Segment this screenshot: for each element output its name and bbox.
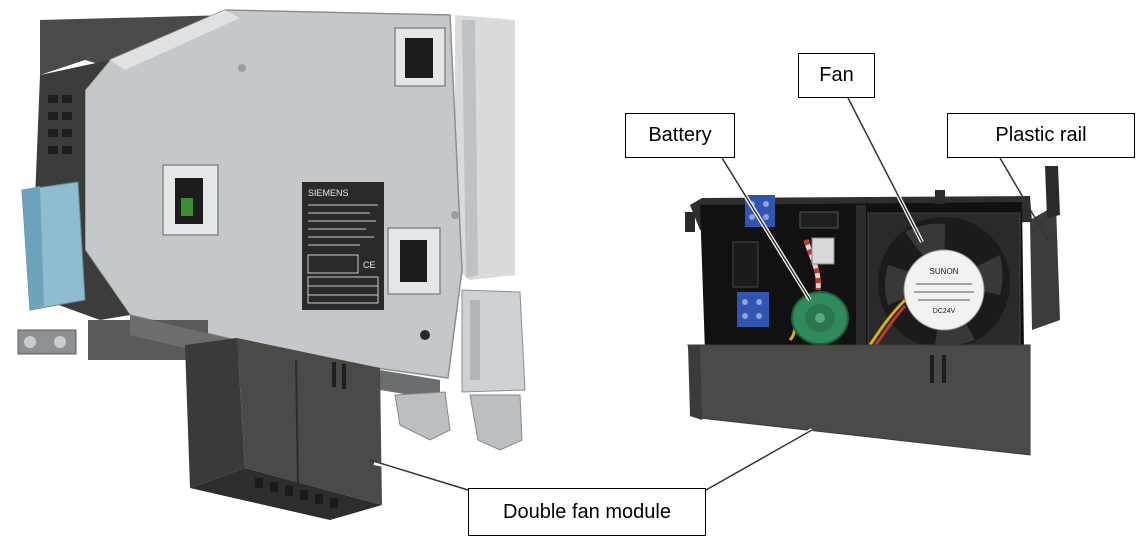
fan-module-photo: SUNON DC24V <box>685 166 1060 456</box>
label-plastic-rail: Plastic rail <box>947 113 1135 158</box>
leader-lines-dark <box>369 97 1049 491</box>
mounting-slot-top <box>394 27 446 87</box>
label-fan: Fan <box>798 53 875 98</box>
battery <box>791 291 849 345</box>
label-plastic-rail-text: Plastic rail <box>995 124 1087 146</box>
circuit-components <box>732 195 839 342</box>
mounting-slot-middle <box>162 164 219 236</box>
ce-mark-text: CE <box>363 260 376 270</box>
drive-unit-photo: SIEMENS CE <box>17 9 526 520</box>
fan: SUNON DC24V <box>867 212 1021 354</box>
mounting-slot-right <box>387 227 441 295</box>
label-fan-text: Fan <box>819 64 854 86</box>
brand-text: SIEMENS <box>308 188 349 198</box>
label-double-fan-module-text: Double fan module <box>503 500 671 523</box>
fan-brand-text: SUNON <box>930 267 959 276</box>
plastic-rail <box>1030 166 1060 330</box>
label-battery-text: Battery <box>648 124 712 146</box>
label-battery: Battery <box>625 113 735 158</box>
double-fan-module-photo <box>185 338 382 520</box>
rating-plate: SIEMENS CE <box>302 182 384 310</box>
fan-voltage-text: DC24V <box>933 308 956 315</box>
label-double-fan-module: Double fan module <box>468 488 706 536</box>
